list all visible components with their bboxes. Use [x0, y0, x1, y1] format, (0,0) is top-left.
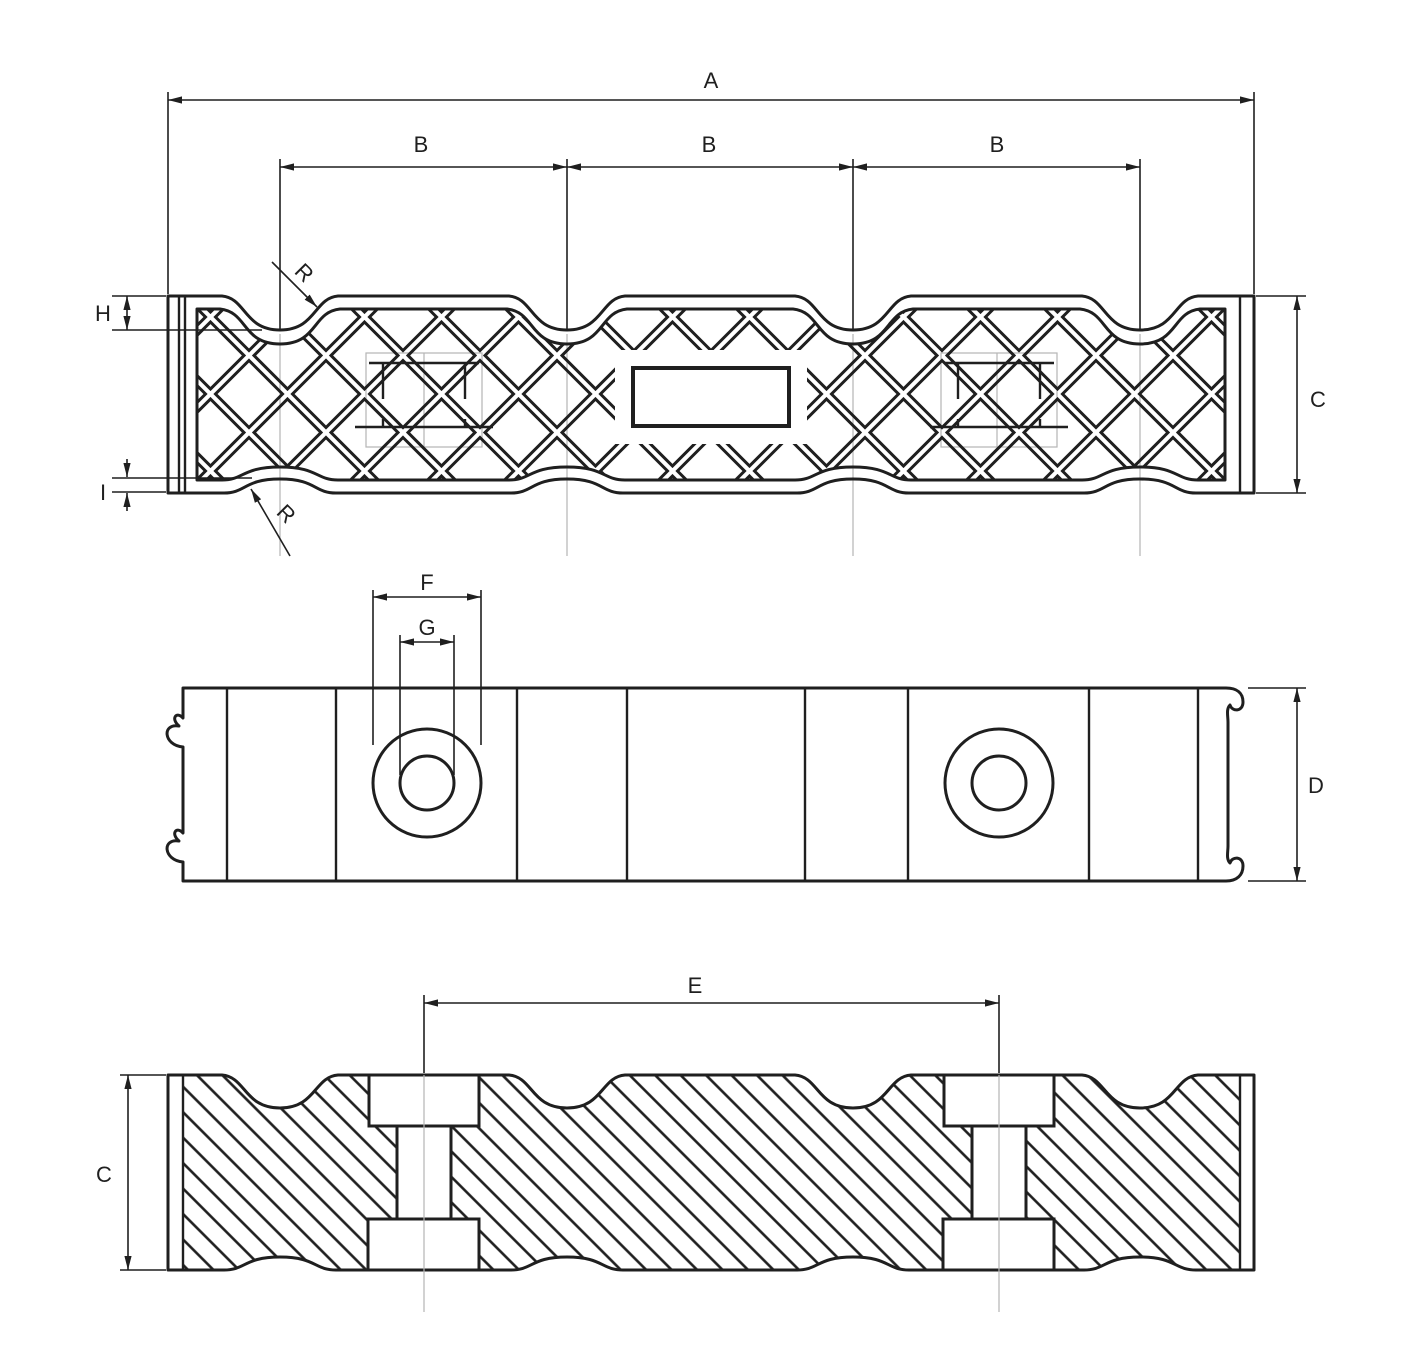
- section-view: [166, 1073, 1256, 1312]
- section-hatching: [184, 1075, 1239, 1270]
- dimension-c-section: C: [96, 1074, 166, 1271]
- dimension-label-e: E: [688, 973, 703, 998]
- top-view-outline: [166, 294, 1256, 495]
- dimension-label-b3: B: [990, 132, 1005, 157]
- radius-callout-top: R: [271, 258, 319, 308]
- dimension-f: F: [372, 570, 482, 745]
- hole-outer-circle: [943, 727, 1055, 839]
- radius-label-top: R: [290, 258, 319, 287]
- dimension-d: D: [1248, 687, 1324, 882]
- dimension-label-g: G: [418, 615, 435, 640]
- lattice-inner-contour: [195, 307, 1227, 482]
- leader-line: [250, 488, 291, 557]
- dimension-h: H: [95, 295, 262, 331]
- side-view-segment-lines: [225, 688, 1200, 881]
- side-view-outline: [165, 686, 1245, 883]
- dimension-label-c-section: C: [96, 1162, 112, 1187]
- central-window: [631, 366, 791, 428]
- section-outline: [166, 1073, 1256, 1272]
- slot-feature-edges: [355, 361, 1068, 429]
- dimension-label-d: D: [1308, 773, 1324, 798]
- hole-inner-circle: [398, 754, 456, 812]
- top-view: [166, 294, 1256, 495]
- dimension-label-b1: B: [414, 132, 429, 157]
- dimension-label-f: F: [420, 570, 433, 595]
- dimension-e: E: [423, 973, 1000, 1073]
- side-view: [165, 686, 1245, 883]
- dimension-label-h: H: [95, 301, 111, 326]
- dimension-c-top: C: [1256, 295, 1326, 494]
- dimension-g: G: [399, 615, 455, 775]
- dimension-label-b2: B: [702, 132, 717, 157]
- dimension-label-i: I: [100, 480, 106, 505]
- dimension-i: I: [100, 459, 252, 511]
- dimension-label-c-top: C: [1310, 387, 1326, 412]
- radius-label-bottom: R: [272, 499, 301, 528]
- dimension-b: B B B: [279, 132, 1141, 331]
- hole-outer-circle: [371, 727, 483, 839]
- radius-callout-bottom: R: [250, 488, 301, 557]
- hole-inner-circle: [970, 754, 1028, 812]
- dimension-label-a: A: [704, 68, 719, 93]
- leader-line: [271, 261, 318, 308]
- dimension-a: A: [167, 68, 1255, 294]
